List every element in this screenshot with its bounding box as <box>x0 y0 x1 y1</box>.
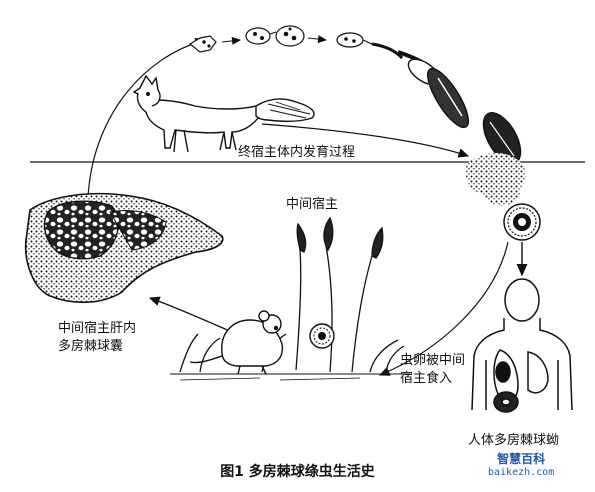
arrow-liver-to-fox <box>87 37 207 199</box>
label-liver-cyst-line1: 中间宿主肝内 <box>58 321 137 336</box>
rodent-illustration <box>189 310 284 375</box>
arrow-rodent-to-liver <box>148 296 233 333</box>
watermark-url: baikezh.com <box>488 467 555 478</box>
watermark-brand: 智慧百科 <box>497 452 546 466</box>
egg-detail <box>503 203 541 241</box>
scolex-stage-2 <box>245 27 277 45</box>
arrow-eggs-to-rodent <box>378 241 509 376</box>
label-liver-cyst-line2: 多房棘球囊 <box>58 339 124 354</box>
wheat-plants <box>170 216 410 381</box>
adult-worm-segments <box>371 42 469 129</box>
liver-illustration <box>24 192 224 304</box>
scolex-stage-1 <box>188 35 217 53</box>
label-eggs-line1: 虫卵被中间 <box>400 353 466 368</box>
ingested-egg <box>309 323 335 349</box>
label-eggs-line2: 宿主食入 <box>400 371 453 386</box>
arrow-fox-to-eggs <box>261 123 470 158</box>
figure-caption: 图1 多房棘球绦虫生活史 <box>220 464 375 480</box>
label-human-disease: 人体多房棘球蚴 <box>468 433 560 448</box>
human-illustration <box>471 278 573 413</box>
watermark: 智慧百科 baikezh.com <box>488 452 554 479</box>
label-intermediate-host: 中间宿主 <box>286 197 339 212</box>
scolex-stage-4 <box>336 32 373 48</box>
egg-cluster <box>466 153 526 206</box>
scolex-stage-3 <box>275 25 305 47</box>
fox-illustration <box>132 74 315 153</box>
label-definitive-host-development: 终宿主体内发育过程 <box>238 145 356 160</box>
